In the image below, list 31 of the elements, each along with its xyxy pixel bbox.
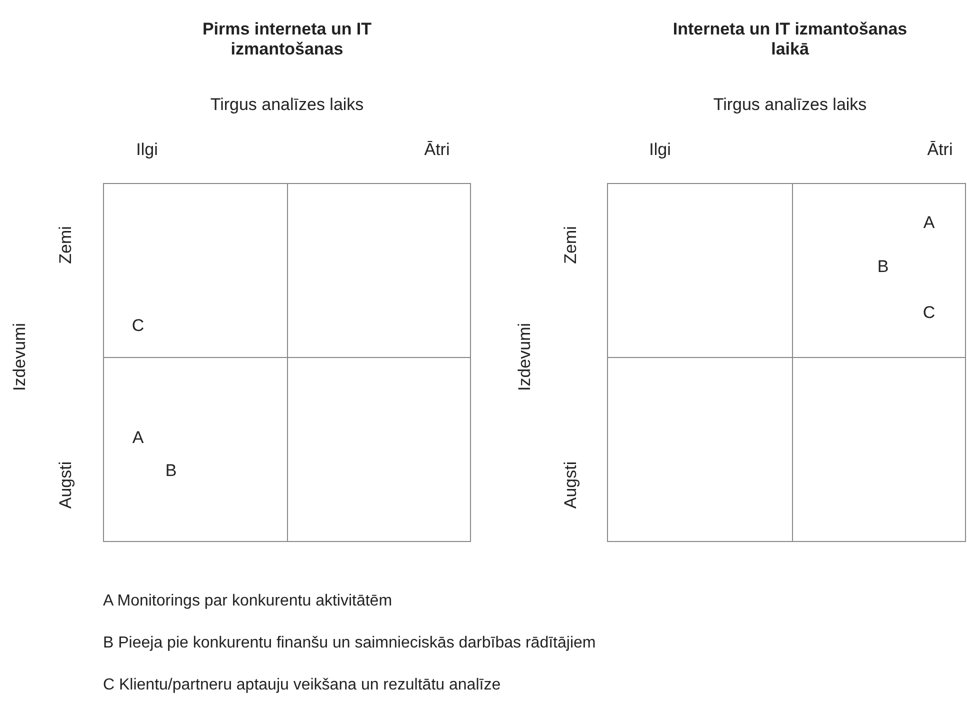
axis-label: Zemi: [560, 226, 581, 264]
quadrant-cell: [103, 183, 288, 358]
point-letter: A: [132, 428, 144, 448]
axis-label: Izdevumi: [514, 322, 535, 392]
legend-text: A Monitorings par konkurentu aktivitātēm: [103, 591, 392, 611]
axis-label: Izdevumi: [10, 322, 30, 392]
axis-label: Ilgi: [136, 140, 158, 160]
point-letter: B: [877, 257, 889, 277]
legend-text: B Pieeja pie konkurentu finanšu un saimnieciskās darbības rādītājiem: [103, 633, 596, 653]
quadrant-cell: [792, 357, 966, 542]
axis-label: Zemi: [56, 226, 76, 264]
quadrant-cell: [607, 357, 793, 542]
axis-label: Augsti: [560, 461, 581, 509]
point-letter: C: [132, 316, 144, 336]
point-letter: B: [165, 461, 177, 481]
quadrant-cell: [287, 183, 471, 358]
axis-label: Tirgus analīzes laiks: [210, 94, 364, 116]
legend-text: C Klientu/partneru aptauju veikšana un rezultātu analīze: [103, 675, 501, 695]
point-letter: A: [923, 213, 935, 233]
quadrant-cell: [103, 357, 288, 542]
axis-label: Ilgi: [649, 140, 671, 160]
point-letter: C: [922, 303, 936, 323]
quadrant-cell: [287, 357, 471, 542]
panel-title: Interneta un IT izmantošanas laikā: [672, 20, 908, 60]
axis-label: Ātri: [927, 140, 953, 160]
quadrant-cell: [607, 183, 793, 358]
quadrant-cell: [792, 183, 966, 358]
axis-label: Augsti: [56, 461, 76, 509]
axis-label: Ātri: [424, 140, 450, 160]
axis-label: Tirgus analīzes laiks: [713, 94, 867, 116]
panel-title: Pirms interneta un IT izmantošanas: [201, 20, 373, 60]
